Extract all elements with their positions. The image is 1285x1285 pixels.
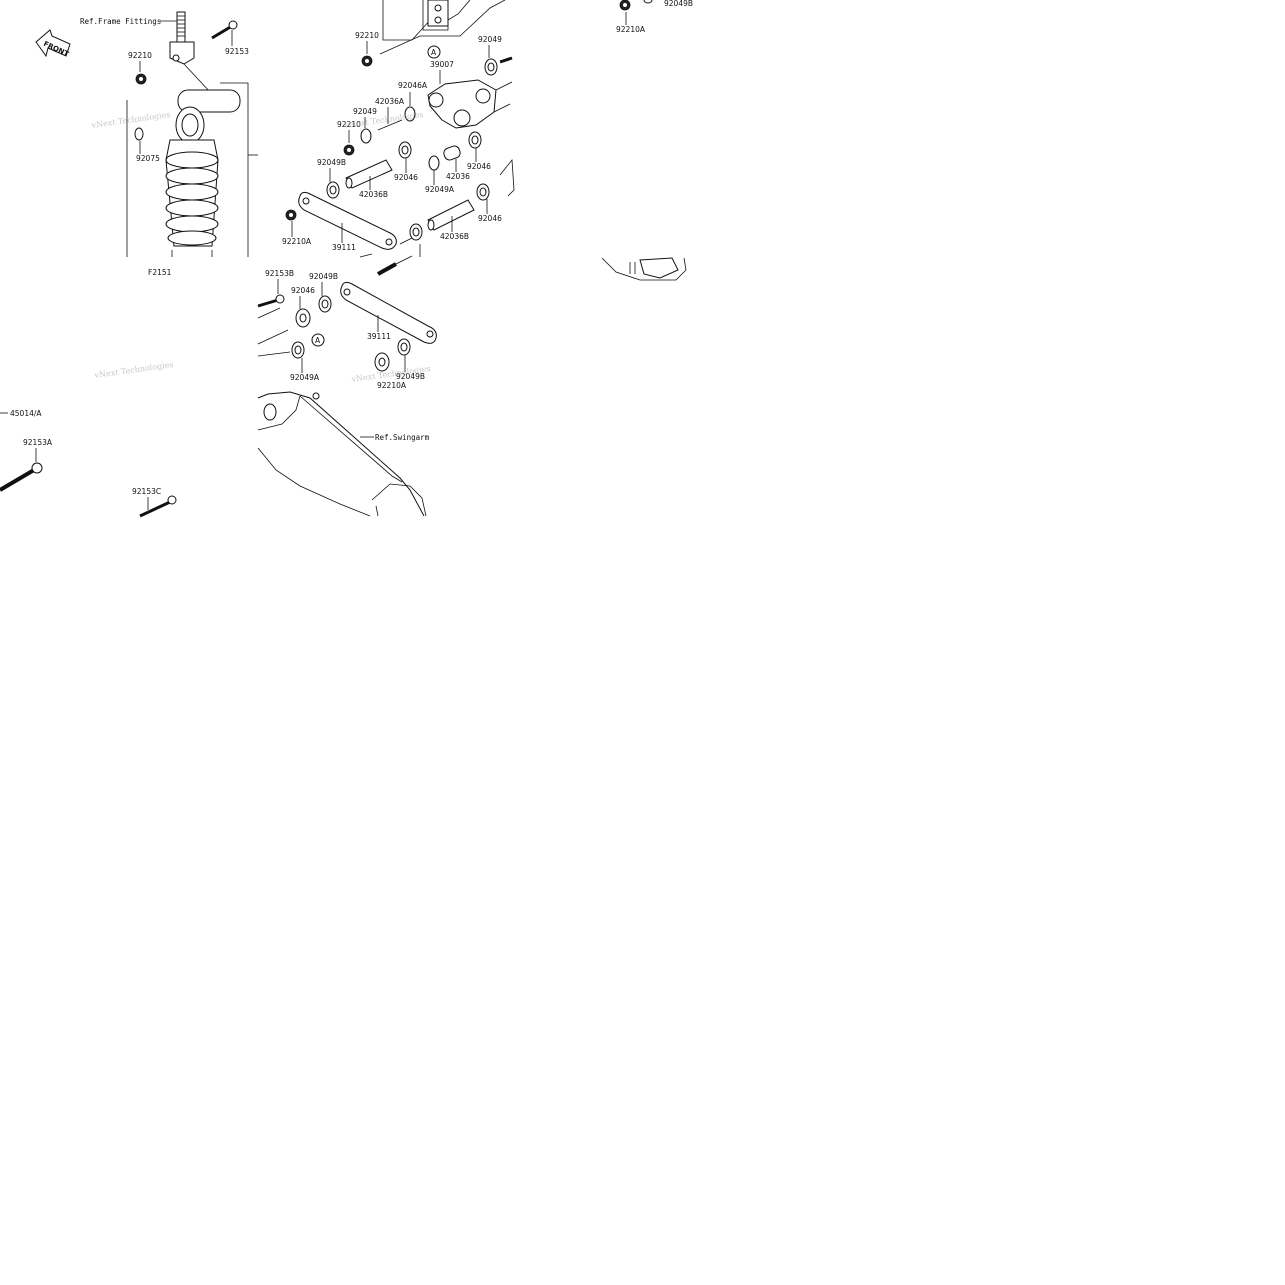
swingarm — [257, 391, 427, 517]
label-92153c: 92153C — [132, 487, 161, 496]
label-92049b-2: 92049B — [309, 272, 338, 281]
seal-92049-top — [484, 56, 513, 76]
label-92210a-right: 92210A — [616, 25, 646, 34]
bolt-92153 — [211, 20, 238, 40]
label-92153b: 92153B — [265, 269, 294, 278]
label-92210a-2: 92210A — [377, 381, 407, 390]
label-39111-1: 39111 — [332, 243, 356, 252]
label-42036a: 42036A — [375, 97, 405, 106]
label-39007: 39007 — [430, 60, 454, 69]
seal-92049-mid — [360, 128, 372, 144]
label-92210-small: 92210 — [337, 120, 361, 129]
front-arrow-icon: FRONT — [35, 29, 71, 58]
ref-swingarm-label: Ref.Swingarm — [375, 433, 430, 442]
bearing-92046a — [404, 106, 416, 122]
bearing-92046-d — [295, 308, 311, 328]
label-92046-3: 92046 — [478, 214, 502, 223]
label-92049-b: 92049 — [353, 107, 377, 116]
label-92210-mid: 92210 — [355, 31, 379, 40]
ref-circle-a-2 — [311, 333, 325, 347]
label-92210-top: 92210 — [128, 51, 152, 60]
label-92049b-right: 92049B — [664, 0, 693, 8]
rear-shock-absorber — [165, 11, 241, 257]
ref-frame-fittings-label: Ref.Frame Fittings — [80, 17, 161, 26]
nut-92210a-right — [619, 0, 631, 11]
label-92049b-3: 92049B — [396, 372, 425, 381]
bearing-92046-c — [476, 183, 490, 201]
label-92049a-2: 92049A — [290, 373, 320, 382]
label-92046-1: 92046 — [394, 173, 418, 182]
label-42036b-1: 42036B — [359, 190, 388, 199]
collar-42036 — [443, 145, 461, 161]
sleeve-42036b-2 — [427, 199, 475, 231]
rocker-arm-39007 — [427, 79, 513, 129]
sleeve-42036b-1 — [345, 159, 393, 189]
label-92153-top: 92153 — [225, 47, 249, 56]
bolt-92153c — [139, 495, 177, 518]
bearing-92046-b — [468, 131, 482, 149]
label-92153a: 92153A — [23, 438, 53, 447]
label-42036b-2: 42036B — [440, 232, 469, 241]
circle-a-label: A — [431, 48, 437, 57]
frame-fragment-right — [601, 257, 687, 281]
seal-92049a-b — [291, 341, 305, 359]
seal-92049a-a — [428, 155, 440, 171]
bolt-92153b — [257, 294, 285, 308]
label-92049a-1: 92049A — [425, 185, 455, 194]
label-92210a-1: 92210A — [282, 237, 312, 246]
bearing-92046-a — [398, 141, 412, 159]
label-92049-a: 92049 — [478, 35, 502, 44]
bolt-threaded — [377, 255, 413, 276]
tie-rod-39111-lower — [340, 281, 437, 344]
nut-92210-mid — [361, 55, 373, 67]
circle-a2-label: A — [315, 336, 321, 345]
bolt-92153a — [0, 462, 43, 492]
watermark-1: vNext Technologies — [90, 110, 171, 130]
watermark-3: vNext Technologies — [93, 360, 174, 380]
collar-42036a — [377, 117, 403, 133]
label-92046a: 92046A — [398, 81, 428, 90]
tie-rod-39111-upper — [298, 191, 397, 250]
ref-circle-a — [427, 45, 441, 59]
label-92075: 92075 — [136, 154, 160, 163]
label-39111-2: 39111 — [367, 332, 391, 341]
nut-92210a-a — [285, 209, 297, 221]
seal-92049b-a — [326, 181, 340, 199]
label-92046-4: 92046 — [291, 286, 315, 295]
bearing-lower — [374, 352, 390, 372]
label-f2151: F2151 — [148, 268, 172, 277]
label-92046-2: 92046 — [467, 162, 491, 171]
seal-92049-c — [409, 223, 423, 241]
nut-92210-top — [135, 73, 147, 85]
seal-92049b-b — [318, 295, 332, 313]
shock-spring — [165, 151, 219, 246]
label-92049b-1: 92049B — [317, 158, 346, 167]
label-45014a: 45014/A — [10, 409, 42, 418]
collar-92075 — [134, 127, 144, 141]
label-42036: 42036 — [446, 172, 470, 181]
seal-92049b-c — [397, 338, 411, 356]
nut-92210-small — [343, 144, 355, 156]
